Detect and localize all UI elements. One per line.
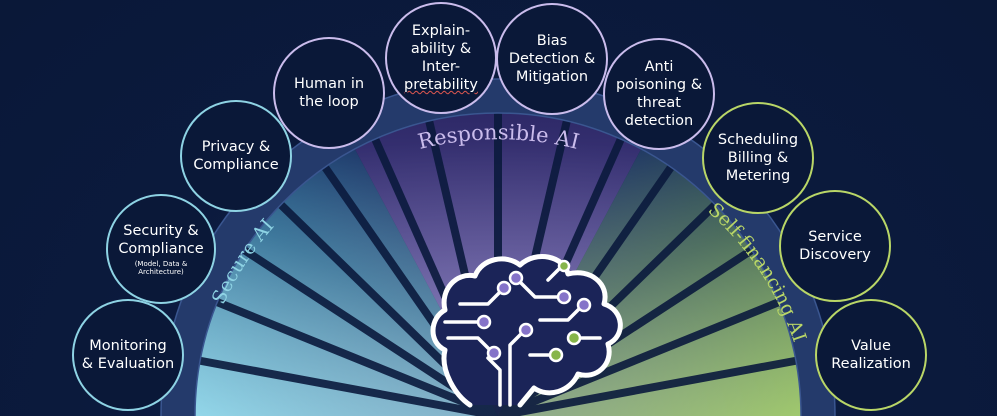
arc-band — [161, 79, 835, 416]
node-privacy-compliance: Privacy & Compliance — [180, 100, 292, 212]
node-privacy-label: Privacy & Compliance — [193, 139, 279, 173]
node-security-sublabel: (Model, Data & Architecture) — [134, 260, 188, 276]
node-explain-line1: Explain- — [411, 23, 471, 39]
node-service-discovery: Service Discovery — [779, 190, 891, 302]
node-bias-label: Bias Detection & Mitigation — [508, 33, 596, 85]
brain-circuit-icon — [430, 254, 623, 408]
node-security-label: Security & Compliance — [118, 223, 204, 257]
node-explain-line3: Inter- — [421, 59, 461, 75]
node-explainability: Explain- ability & Inter- pretability — [385, 2, 497, 114]
arc-band-inner-edge — [194, 112, 802, 416]
node-scheduling-billing: Scheduling Billing & Metering — [702, 102, 814, 214]
node-security-compliance: Security & Compliance (Model, Data & Arc… — [106, 194, 216, 304]
node-value-realization: Value Realization — [815, 299, 927, 411]
node-value-label: Value Realization — [831, 338, 911, 372]
node-service-label: Service Discovery — [799, 229, 871, 263]
node-monitoring-evaluation: Monitoring & Evaluation — [72, 299, 184, 411]
node-bias-detection: Bias Detection & Mitigation — [496, 3, 608, 115]
node-scheduling-label: Scheduling Billing & Metering — [717, 132, 799, 184]
node-monitoring-label: Monitoring & Evaluation — [81, 338, 175, 372]
node-explain-line4: pretability — [404, 77, 478, 93]
node-anti-label: Anti poisoning & threat detection — [615, 59, 703, 129]
node-human-label: Human in the loop — [293, 76, 365, 110]
node-anti-poisoning: Anti poisoning & threat detection — [603, 38, 715, 150]
node-explain-line2: ability & — [410, 41, 472, 57]
node-human-in-the-loop: Human in the loop — [273, 37, 385, 149]
